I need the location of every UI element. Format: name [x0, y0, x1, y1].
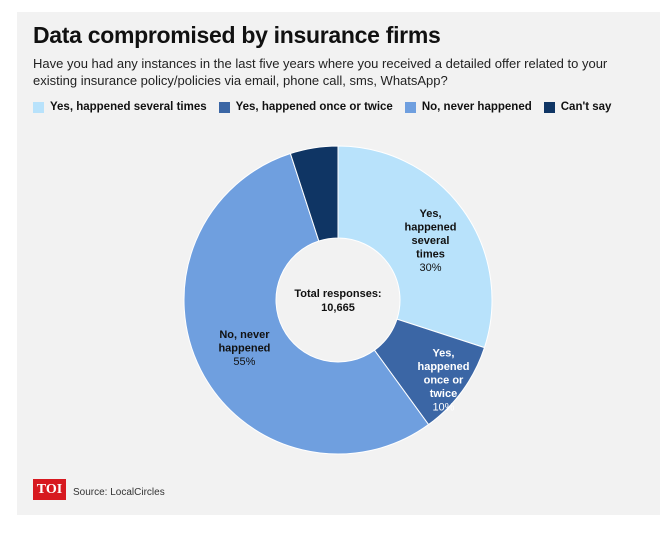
- chart-subtitle: Have you had any instances in the last f…: [33, 56, 608, 88]
- slice-category-label: times: [416, 249, 445, 261]
- slice-category-label: No, never: [219, 329, 270, 341]
- slice-value-label: 55%: [233, 356, 255, 368]
- slice-category-label: happened: [405, 222, 457, 234]
- legend-label: No, never happened: [421, 101, 532, 113]
- slice-category-label: happened: [218, 343, 270, 355]
- donut-chart: Yes,happenedseveraltimes30%Yes,happenedo…: [183, 145, 493, 455]
- legend-swatch: [404, 101, 416, 113]
- donut-slice: [289, 145, 339, 242]
- toi-logo: TOI: [33, 479, 66, 500]
- slice-category-label: Yes,: [420, 208, 442, 220]
- slice-category-label: several: [412, 235, 450, 247]
- slice-value-label: 30%: [420, 262, 442, 274]
- legend-item-several-times: Yes, happened several times: [33, 101, 207, 113]
- legend-item-cant-say: Can't say: [543, 101, 612, 113]
- slice-category-label: once or: [424, 374, 464, 386]
- legend-item-once-or-twice: Yes, happened once or twice: [218, 101, 393, 113]
- legend-label: Can't say: [560, 101, 612, 113]
- legend-label: Yes, happened once or twice: [235, 101, 393, 113]
- legend: Yes, happened several times Yes, happene…: [33, 101, 623, 113]
- legend-swatch: [33, 101, 44, 113]
- legend-label: Yes, happened several times: [50, 101, 207, 113]
- source-text: Source: LocalCircles: [73, 487, 165, 498]
- legend-swatch: [218, 101, 230, 113]
- center-label: Total responses:: [294, 288, 381, 300]
- legend-swatch: [543, 101, 555, 113]
- donut-slices: [183, 145, 493, 455]
- chart-card: Data compromised by insurance firms Have…: [17, 12, 660, 515]
- slice-category-label: happened: [417, 361, 469, 373]
- donut-slice: [337, 145, 493, 349]
- slice-value-label: 10%: [432, 401, 454, 413]
- chart-title: Data compromised by insurance firms: [33, 22, 441, 48]
- legend-item-never: No, never happened: [404, 101, 532, 113]
- slice-category-label: twice: [430, 388, 458, 400]
- donut-slice-labels: Yes,happenedseveraltimes30%Yes,happenedo…: [218, 208, 469, 413]
- donut-slice: [183, 152, 430, 455]
- slice-category-label: Yes,: [432, 347, 454, 359]
- center-value: 10,665: [321, 302, 355, 314]
